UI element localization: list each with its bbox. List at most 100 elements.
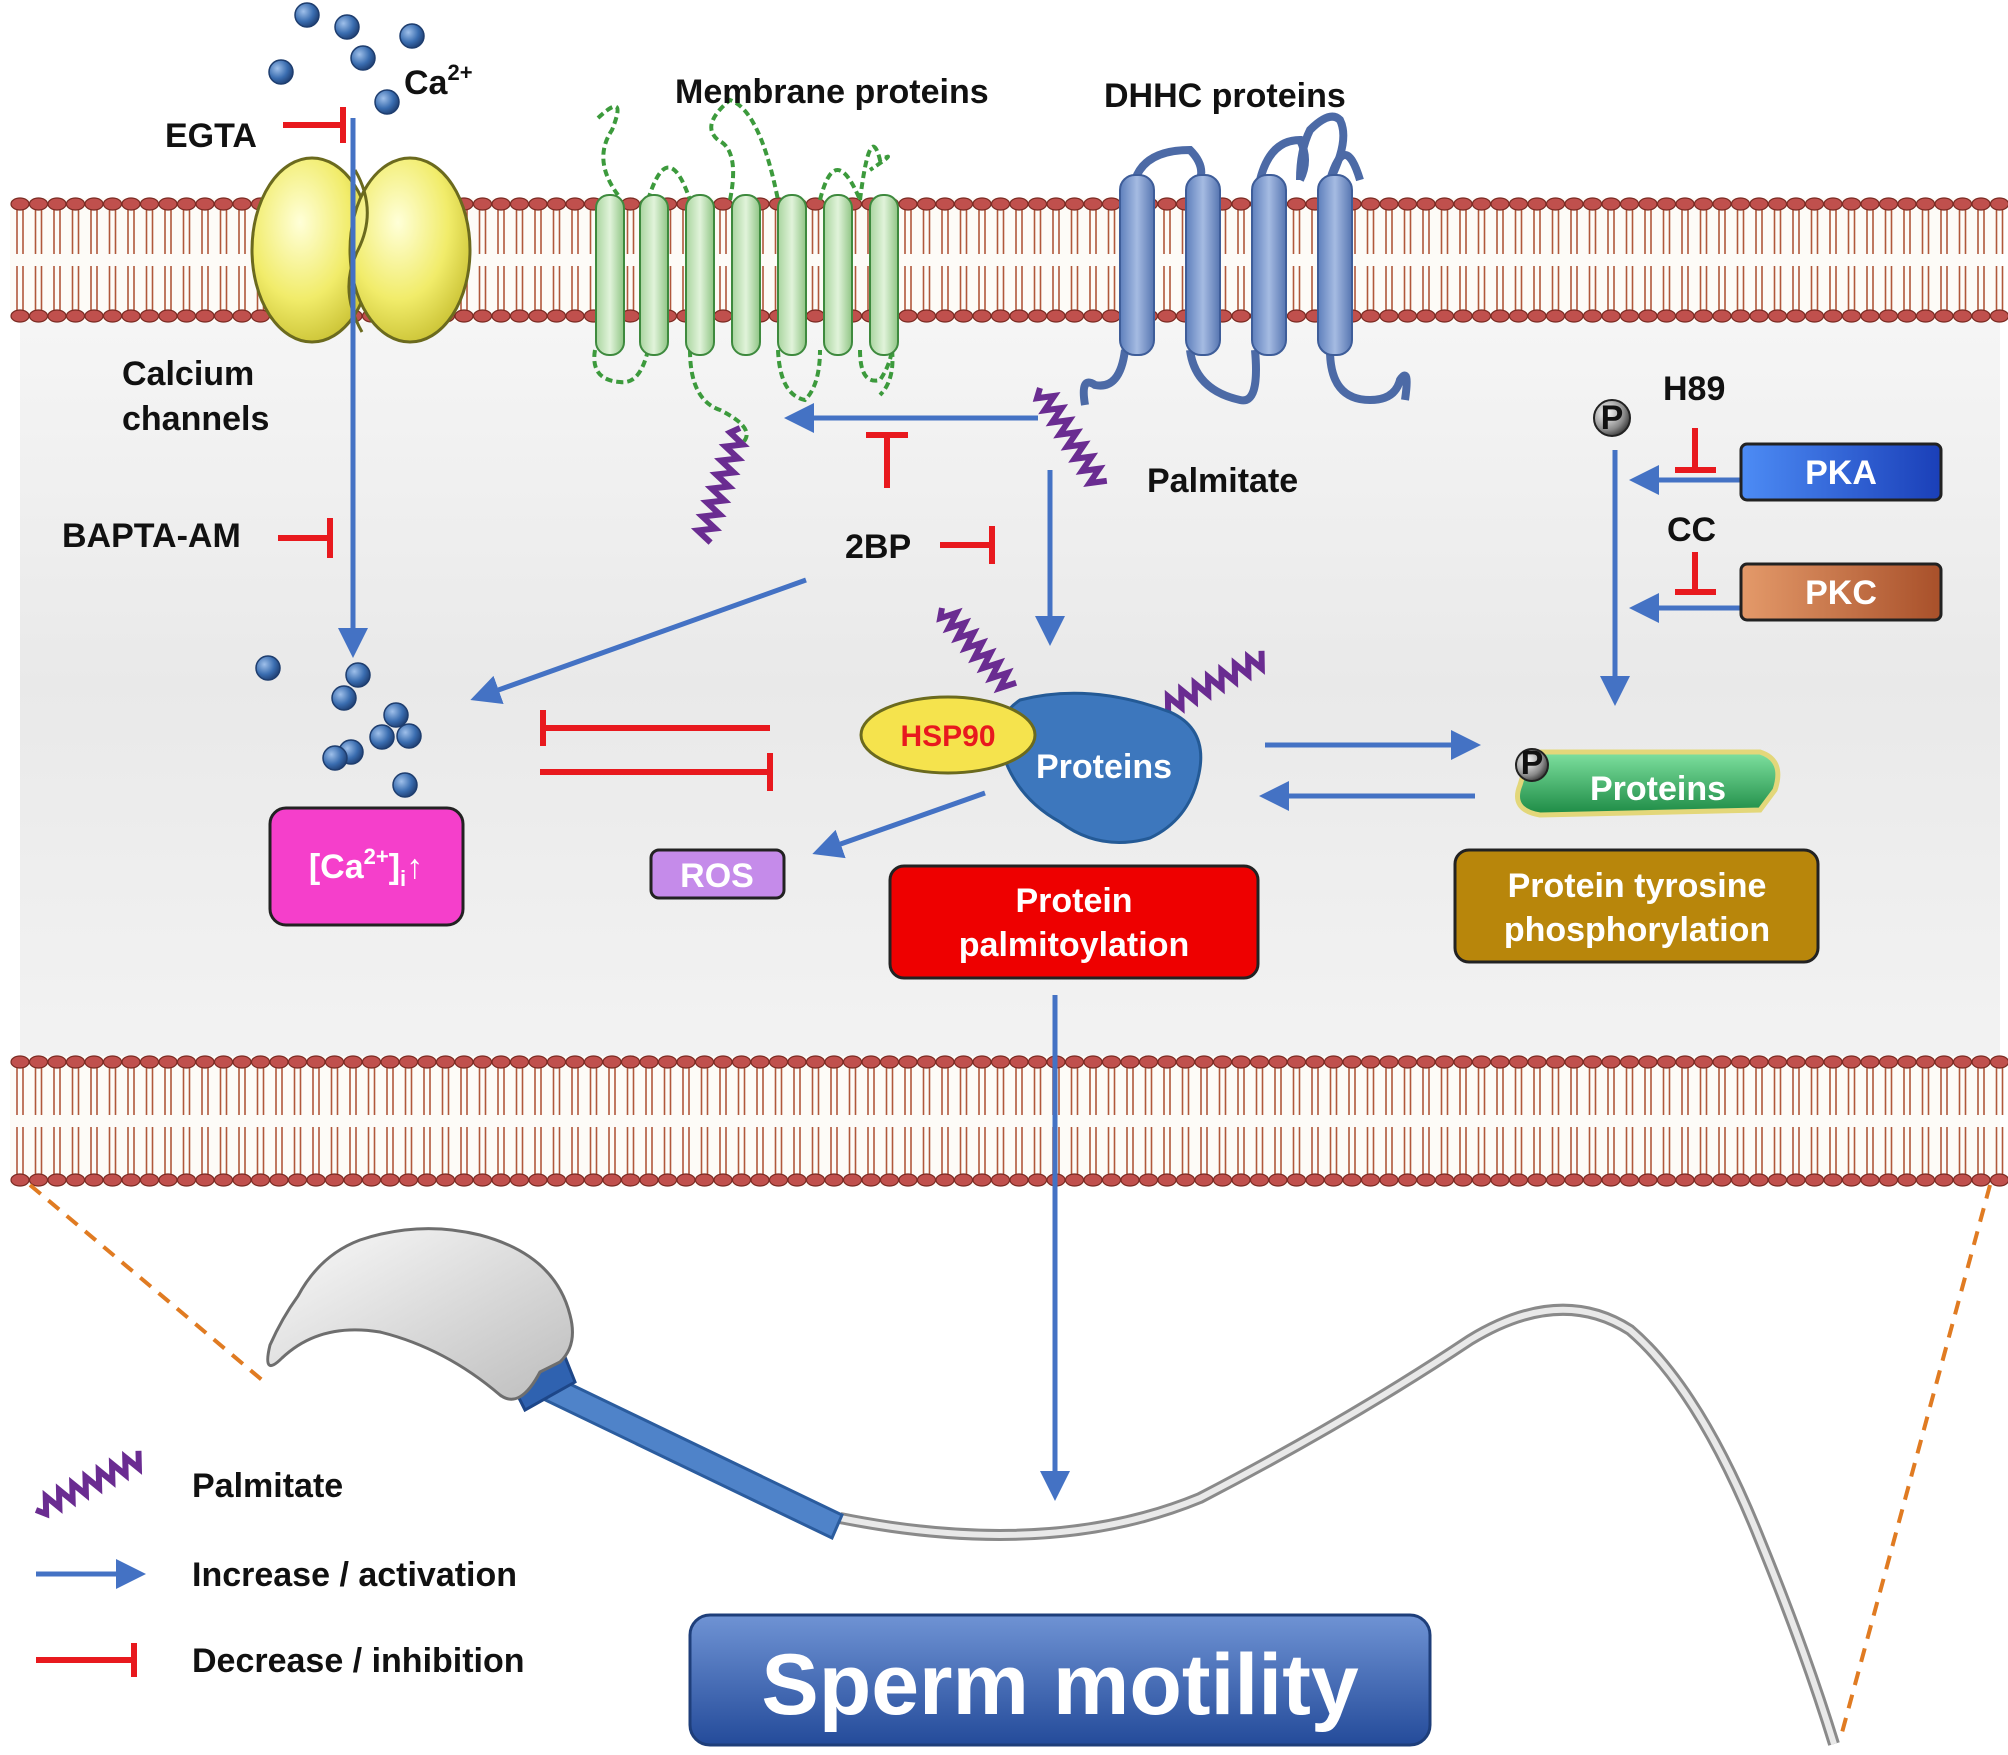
svg-text:P: P (1601, 399, 1624, 437)
lipid-head (1971, 1173, 1991, 1187)
lipid-head (139, 309, 160, 323)
phosphate-group-protein (1515, 748, 1549, 782)
lipid-head (953, 1055, 974, 1069)
lipid-head (1064, 197, 1085, 211)
lipid-head (1841, 197, 1862, 211)
lipid-head (102, 1055, 123, 1069)
lipid-head (1379, 1173, 1399, 1187)
lipid-head (380, 1173, 400, 1187)
lipid-head (1897, 197, 1917, 211)
lipid-head (1823, 1055, 1843, 1069)
calcium-channels-label-2: channels (122, 400, 269, 438)
lipid-head (1638, 1055, 1658, 1069)
lipid-head (158, 197, 178, 211)
svg-text:phosphorylation: phosphorylation (1504, 911, 1770, 949)
lipid-head (1101, 197, 1122, 211)
lipid-head (1749, 1055, 1769, 1069)
lipid-head (1453, 1173, 1473, 1187)
lipid-head (1175, 1173, 1196, 1187)
lipid-head (1952, 1055, 1973, 1069)
lipid-head (1490, 1055, 1510, 1069)
lipid-head (1120, 1055, 1140, 1069)
lipid-head (1675, 1055, 1695, 1069)
lipid-head (713, 1173, 733, 1187)
ca-i-box: [Ca2+]i↑ (268, 806, 465, 927)
lipid-head (546, 197, 567, 211)
lipid-head (1397, 309, 1418, 323)
lipid-head (1545, 309, 1566, 323)
lipid-head (1342, 1055, 1362, 1069)
lipid-head (1157, 1173, 1177, 1187)
lipid-head (750, 1055, 770, 1069)
lipid-head (195, 1173, 215, 1187)
lipid-head (935, 309, 955, 323)
lipid-head (972, 1173, 992, 1187)
lipid-head (1897, 1173, 1917, 1187)
lipid-head (1027, 1055, 1048, 1069)
inhibit-2bp-proteins (940, 526, 995, 564)
lipid-head (250, 1055, 271, 1069)
lipid-head (1009, 309, 1029, 323)
lipid-head (195, 197, 215, 211)
arrow-proteins-to-ros (812, 790, 986, 859)
lipid-head (1712, 309, 1732, 323)
lipid-head (1878, 197, 1899, 211)
lipid-head (1712, 1173, 1732, 1187)
lipid-head (1619, 197, 1640, 211)
lipid-head (1453, 1055, 1473, 1069)
lipid-head (1915, 1173, 1936, 1187)
lipid-head (1157, 1055, 1177, 1069)
activation-arrows (36, 118, 1740, 1589)
svg-text:ROS: ROS (680, 857, 754, 895)
lipid-head (676, 1173, 696, 1187)
lipid-head (102, 309, 123, 323)
lipid-head (972, 309, 992, 323)
lipid-head (1508, 309, 1529, 323)
lipid-head (158, 1055, 178, 1069)
lipid-head (10, 1173, 30, 1187)
lipid-head (306, 1173, 326, 1187)
hsp90-label: HSP90 (900, 720, 995, 753)
lipid-head (121, 1055, 141, 1069)
lipid-head (639, 1173, 659, 1187)
lipid-head (1101, 309, 1122, 323)
lipid-head (232, 197, 252, 211)
svg-text:PKA: PKA (1805, 454, 1877, 492)
lipid-head (713, 309, 733, 323)
lipid-head (1952, 1173, 1973, 1187)
sperm-head (266, 1227, 574, 1401)
lipid-head (1786, 1055, 1806, 1069)
lipid-head (1897, 309, 1917, 323)
lipid-head (1693, 1055, 1714, 1069)
calcium-ion (255, 655, 281, 681)
lipid-head (1952, 309, 1973, 323)
legend-increase-label: Increase / activation (192, 1556, 517, 1594)
svg-text:P: P (1521, 744, 1544, 782)
lipid-head (1693, 1173, 1714, 1187)
lipid-head (1656, 1055, 1677, 1069)
lipid-head (380, 1055, 400, 1069)
lipid-head (916, 197, 937, 211)
lipid-head (232, 1173, 252, 1187)
lipid-head (1619, 309, 1640, 323)
lipid-head (1638, 1173, 1658, 1187)
lipid-head (602, 1173, 622, 1187)
sperm-midpiece (533, 1369, 844, 1541)
lipid-head (1305, 1055, 1325, 1069)
sperm-motility-box: Sperm motility (688, 1613, 1432, 1747)
lipid-head (491, 1055, 511, 1069)
lipid-head (787, 1173, 807, 1187)
inhibit-proteins-to-ca (540, 710, 770, 746)
lipid-head (213, 1173, 234, 1187)
lipid-head (1009, 197, 1029, 211)
lipid-head (1231, 197, 1251, 211)
lipid-head (787, 1055, 807, 1069)
lipid-head (861, 1055, 881, 1069)
lipid-head (935, 197, 955, 211)
lipid-head (1971, 309, 1991, 323)
lipid-head (1471, 197, 1492, 211)
lipid-head (287, 1055, 308, 1069)
lipid-head (1416, 1173, 1436, 1187)
lipid-head (1471, 1173, 1492, 1187)
lipid-head (454, 309, 474, 323)
